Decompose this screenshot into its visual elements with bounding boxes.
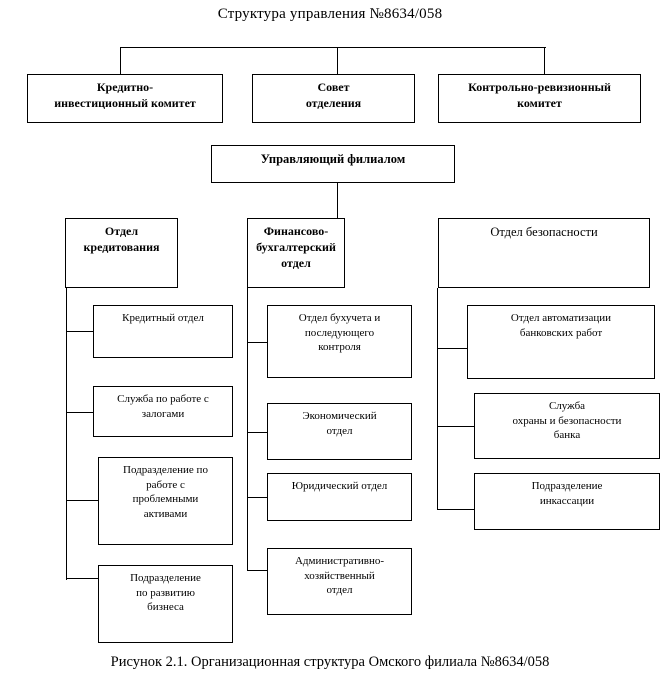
- unit-box-economics[interactable]: Экономический отдел: [267, 403, 412, 460]
- lending-connector-4: [66, 578, 99, 580]
- top-bus-drop-middle: [337, 47, 339, 75]
- security-connector-2: [437, 426, 475, 428]
- unit-box-administrative[interactable]: Административно- хозяйственный отдел: [267, 548, 412, 615]
- finance-connector-1: [247, 342, 268, 344]
- unit-box-cash-collection[interactable]: Подразделение инкассации: [474, 473, 660, 530]
- chart-title: Структура управления №8634/058: [217, 6, 443, 22]
- department-label: Финансово- бухгалтерский отдел: [256, 224, 336, 270]
- unit-box-business-development[interactable]: Подразделение по развитию бизнеса: [98, 565, 233, 643]
- top-bus-drop-right: [544, 47, 546, 75]
- finance-spine-vertical: [247, 288, 249, 571]
- unit-label: Служба по работе с залогами: [117, 393, 209, 420]
- unit-label: Подразделение инкассации: [531, 480, 603, 507]
- lending-connector-3: [66, 500, 99, 502]
- unit-label: Экономический отдел: [302, 410, 377, 437]
- unit-label: Юридический отдел: [291, 480, 388, 492]
- unit-box-bank-automation[interactable]: Отдел автоматизации банковских работ: [467, 305, 655, 379]
- unit-box-problem-assets[interactable]: Подразделение по работе с проблемными ак…: [98, 457, 233, 545]
- committee-label: Контрольно-ревизионный комитет: [468, 80, 611, 110]
- department-box-finance-accounting[interactable]: Финансово- бухгалтерский отдел: [247, 218, 345, 288]
- department-label: Отдел безопасности: [490, 225, 598, 239]
- unit-box-accounting-control[interactable]: Отдел бухучета и последующего контроля: [267, 305, 412, 378]
- finance-connector-2: [247, 432, 268, 434]
- unit-label: Кредитный отдел: [122, 312, 204, 324]
- unit-label: Отдел автоматизации банковских работ: [510, 312, 612, 339]
- committee-label: Кредитно- инвестиционный комитет: [54, 80, 196, 110]
- figure-caption: Рисунок 2.1. Организационная структура О…: [110, 654, 550, 670]
- department-box-lending[interactable]: Отдел кредитования: [65, 218, 178, 288]
- unit-label: Служба охраны и безопасности банка: [512, 400, 622, 442]
- committee-box-branch-council[interactable]: Совет отделения: [252, 74, 415, 123]
- finance-connector-3: [247, 497, 268, 499]
- manager-label: Управляющий филиалом: [260, 152, 406, 166]
- unit-box-credit-department[interactable]: Кредитный отдел: [93, 305, 233, 358]
- top-bus-drop-left: [120, 47, 122, 75]
- finance-connector-4: [247, 570, 268, 572]
- committee-label: Совет отделения: [305, 80, 362, 110]
- unit-label: Административно- хозяйственный отдел: [294, 555, 385, 597]
- security-spine-vertical: [437, 288, 439, 510]
- unit-box-bank-guard-service[interactable]: Служба охраны и безопасности банка: [474, 393, 660, 459]
- manager-box[interactable]: Управляющий филиалом: [211, 145, 455, 183]
- committee-box-credit-investment[interactable]: Кредитно- инвестиционный комитет: [27, 74, 223, 123]
- lending-connector-2: [66, 412, 94, 414]
- security-connector-1: [437, 348, 468, 350]
- top-bus-horizontal-line: [120, 47, 546, 49]
- unit-box-collateral-service[interactable]: Служба по работе с залогами: [93, 386, 233, 437]
- department-label: Отдел кредитования: [83, 224, 160, 254]
- unit-label: Подразделение по развитию бизнеса: [130, 572, 201, 614]
- lending-connector-1: [66, 331, 94, 333]
- unit-label: Подразделение по работе с проблемными ак…: [123, 464, 208, 520]
- department-box-security[interactable]: Отдел безопасности: [438, 218, 650, 288]
- security-connector-3: [437, 509, 475, 511]
- unit-label: Отдел бухучета и последующего контроля: [298, 312, 381, 354]
- manager-to-finance-connector: [337, 183, 339, 218]
- unit-box-legal[interactable]: Юридический отдел: [267, 473, 412, 521]
- lending-spine-vertical: [66, 288, 68, 580]
- committee-box-audit[interactable]: Контрольно-ревизионный комитет: [438, 74, 641, 123]
